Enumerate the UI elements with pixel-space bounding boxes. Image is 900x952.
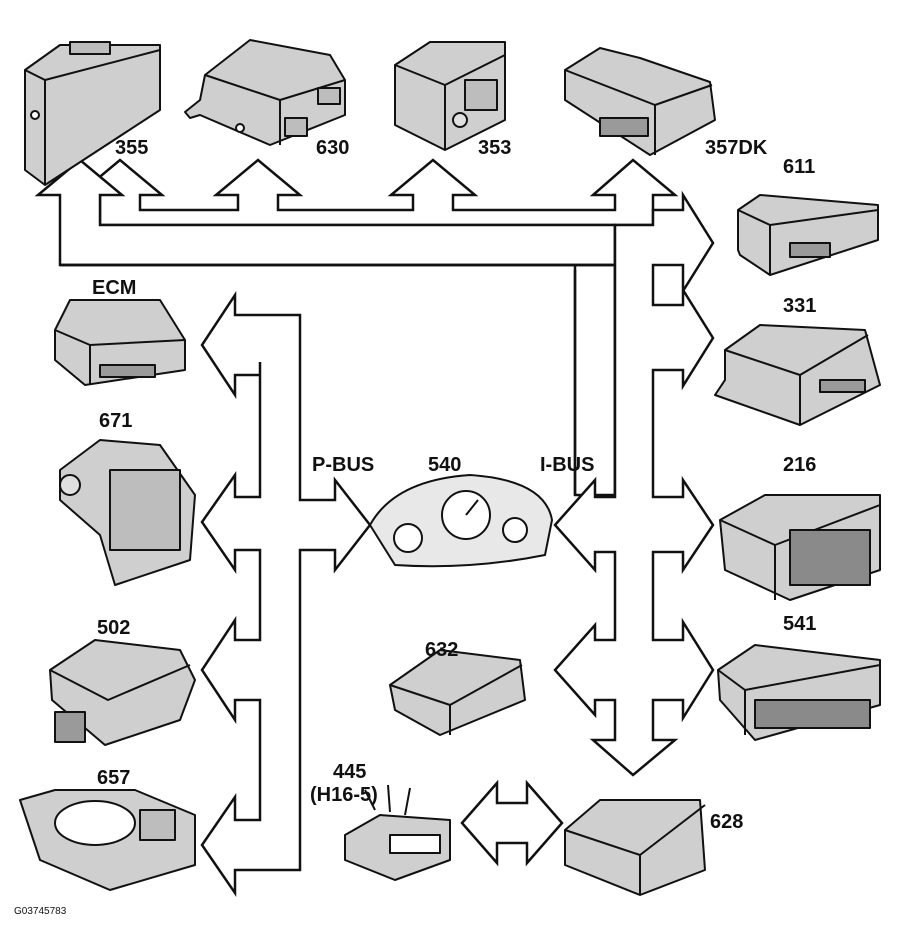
label-445-sub: (H16-5) — [310, 784, 378, 806]
label-632: 632 — [425, 639, 459, 661]
module-632-drawing — [389, 649, 526, 736]
module-331-drawing — [714, 324, 881, 426]
label-657: 657 — [97, 767, 131, 789]
label-355: 355 — [115, 137, 149, 159]
label-216: 216 — [783, 454, 817, 476]
module-502-drawing — [49, 639, 196, 746]
module-540-drawing — [369, 474, 553, 568]
figure-id: G03745783 — [14, 906, 67, 917]
module-357dk-drawing — [564, 47, 716, 156]
p-bus-column — [200, 290, 372, 898]
label-i-bus: I-BUS — [540, 454, 595, 476]
label-502: 502 — [97, 617, 131, 639]
module-657-drawing — [19, 789, 196, 891]
label-357dk: 357DK — [705, 137, 768, 159]
label-611: 611 — [783, 156, 816, 178]
module-630-drawing — [184, 39, 346, 146]
module-628-drawing — [564, 799, 706, 896]
module-671-drawing — [59, 439, 196, 586]
label-671: 671 — [99, 410, 133, 432]
module-216-drawing — [719, 494, 881, 601]
diagnostic-link-arrow — [460, 779, 564, 867]
module-445-drawing — [344, 784, 451, 881]
module-355-drawing — [24, 41, 161, 186]
label-445: 445 — [333, 761, 367, 783]
label-353: 353 — [478, 137, 512, 159]
module-611-drawing — [737, 194, 879, 276]
label-331: 331 — [783, 295, 817, 317]
label-630: 630 — [316, 137, 350, 159]
module-541-drawing — [717, 644, 881, 741]
label-540: 540 — [428, 454, 462, 476]
label-p-bus: P-BUS — [312, 454, 375, 476]
module-353-drawing — [394, 41, 506, 151]
label-541: 541 — [783, 613, 817, 635]
label-ecm: ECM — [92, 277, 137, 299]
module-ecm-drawing — [54, 299, 186, 386]
top-bus-arrow — [74, 158, 679, 227]
right-column-bus — [553, 190, 715, 777]
label-628: 628 — [710, 811, 744, 833]
